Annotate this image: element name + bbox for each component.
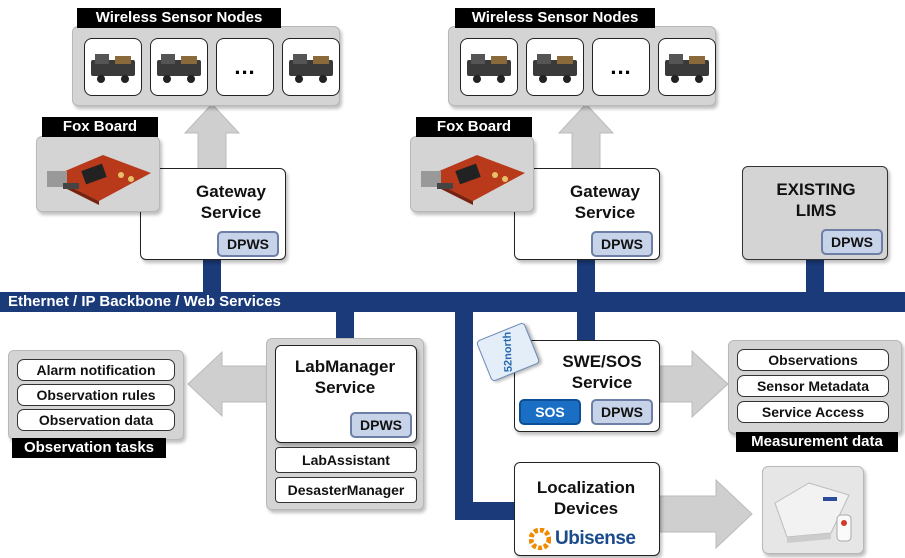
sensor-nodes-title: Wireless Sensor Nodes [455,8,655,28]
dpws-badge: DPWS [591,399,653,425]
observation-tasks-group: Alarm notification Observation rules Obs… [8,350,184,440]
fox-board-title: Fox Board [42,117,158,137]
link-localization-vertical [455,310,473,520]
desastermanager-module: DesasterManager [275,477,417,503]
sensor-node [658,38,716,96]
link-lims [806,258,824,294]
observation-tasks-title: Observation tasks [12,438,166,458]
link-gateway2 [577,258,595,294]
ubisense-gear-icon [529,528,551,550]
ubisense-logo-text: Ubisense [555,528,636,549]
dpws-badge: DPWS [821,229,883,255]
fox-board-image [421,155,525,205]
sensor-node [282,38,340,96]
sensor-nodes-title: Wireless Sensor Nodes [77,8,281,28]
dpws-badge: DPWS [350,412,412,438]
more-nodes-ellipsis: ... [592,38,650,96]
fox-board-1 [36,136,160,212]
measurement-data-group: Observations Sensor Metadata Service Acc… [728,340,902,434]
fox-board-title: Fox Board [416,117,532,137]
link-sos [577,310,595,340]
ubisense-sensor-device [774,482,852,543]
measurement-item: Sensor Metadata [737,375,889,397]
dpws-badge: DPWS [217,231,279,257]
task-item: Observation rules [17,384,175,406]
backbone-bar [0,292,905,312]
fox-board-2 [410,136,534,212]
arrow-labmanager-to-tasks [187,350,269,418]
measurement-item: Observations [737,349,889,371]
sensor-node [84,38,142,96]
arrow-gateway2-to-sensors [557,103,615,179]
ubisense-device-image-box [762,466,864,554]
measurement-item: Service Access [737,401,889,423]
link-localization-horizontal [455,502,517,520]
link-gateway1 [203,258,221,294]
arrow-sos-to-measurement [657,349,729,419]
measurement-data-title: Measurement data [736,432,898,452]
sensor-node [150,38,208,96]
ubisense-logo: Ubisense [529,527,653,551]
sensor-node [526,38,584,96]
labassistant-module: LabAssistant [275,447,417,473]
sos-badge: SOS [519,399,581,425]
more-nodes-ellipsis: ... [216,38,274,96]
52north-logo-text: 52north [501,331,515,373]
fox-board-image [47,155,151,205]
dpws-badge: DPWS [591,231,653,257]
arrow-gateway1-to-sensors [183,103,241,179]
task-item: Observation data [17,409,175,431]
task-item: Alarm notification [17,359,175,381]
arrow-localization-to-device [659,478,753,550]
backbone-label: Ethernet / IP Backbone / Web Services [8,293,281,310]
link-labmanager [336,310,354,342]
sensor-node [460,38,518,96]
